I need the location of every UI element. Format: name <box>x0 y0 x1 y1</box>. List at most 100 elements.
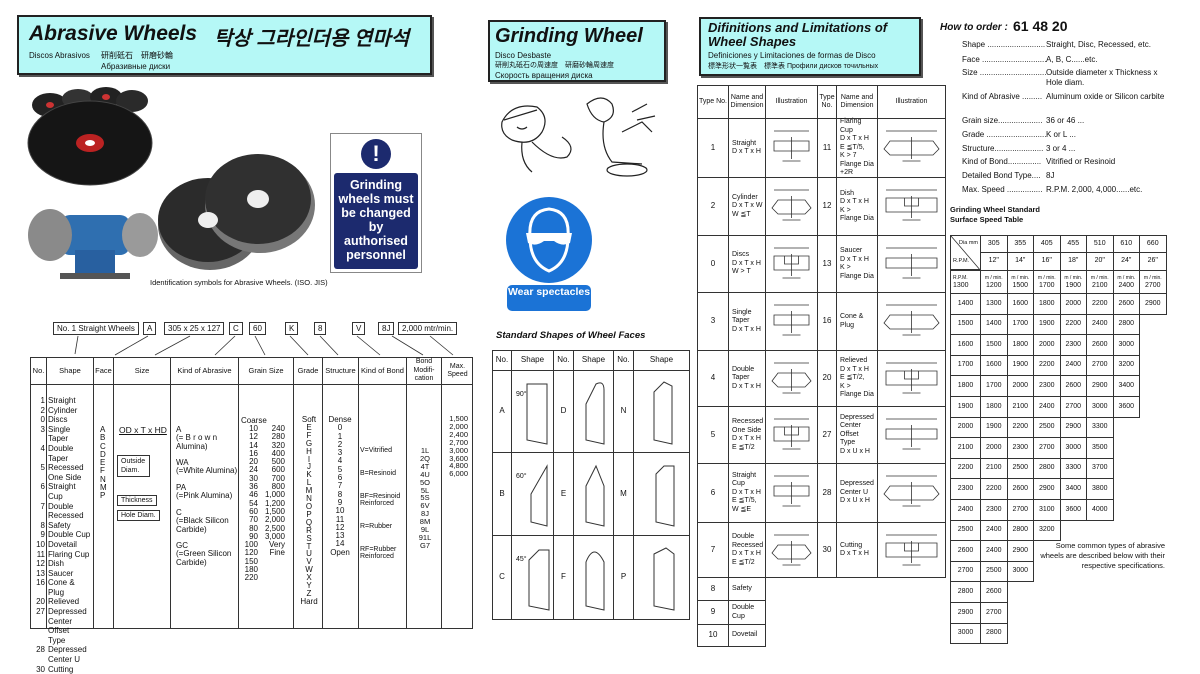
order-field-value: A, B, C......etc. <box>1046 55 1098 64</box>
speed-cell: 2900 <box>1086 375 1114 397</box>
rpm-cell: 2500 <box>950 519 981 542</box>
speed-cell: 3600 <box>1059 499 1087 521</box>
column-divider <box>293 357 294 629</box>
abrasive-wheels-photo <box>27 87 315 279</box>
value: 1900 <box>1065 282 1082 289</box>
speed-cell: 2600 <box>1086 334 1114 356</box>
order-field-label: Detailed Bond Type.... <box>962 171 1041 180</box>
wheel-shape-drawing <box>771 534 812 566</box>
speed-cell: 2200 <box>1033 354 1061 377</box>
speed-cell: 2200 <box>980 478 1008 500</box>
faces-title: Standard Shapes of Wheel Faces <box>496 330 646 341</box>
spec-header-no-: No. <box>32 365 45 375</box>
bond-mod-column: 1L 2Q 4T 4U 5O 5L 5S 6V 8J 8M 9L 91L G7 <box>418 446 432 550</box>
speed-cell: 2900 <box>1139 293 1167 315</box>
cartoon-illustration <box>501 97 656 177</box>
shape-illustration <box>765 177 818 236</box>
rpm-cell: 1800 <box>950 375 981 397</box>
name-dimension: Flaring Cup D x T x H E ≦T/5, K > 7 Flan… <box>836 118 878 178</box>
faces-header: Shape <box>573 350 614 371</box>
speed-cell: 1800 <box>1006 334 1034 356</box>
shape-illustration <box>877 406 946 464</box>
speed-cell: 3100 <box>1033 499 1061 521</box>
speed-cell: m / min.1500 <box>1006 270 1034 294</box>
speed-cell: 3500 <box>1086 437 1114 459</box>
speed-cell: 3000 <box>1086 396 1114 418</box>
speed-cell: m / min.1200 <box>980 270 1008 294</box>
speed-cell: 3000 <box>1112 334 1140 356</box>
speed-cell: 2800 <box>1006 519 1034 542</box>
wheel-shape-drawing <box>773 304 810 336</box>
shape-illustration <box>877 522 946 578</box>
order-field-value: Aluminum oxide or Silicon carbite <box>1046 92 1165 101</box>
example-size: 305 x 25 x 127 <box>164 322 225 335</box>
dia-inch: 26" <box>1139 252 1167 271</box>
column-divider <box>170 357 171 629</box>
grinding-wheel-title: Grinding Wheel <box>495 25 643 47</box>
wheel-shape-drawing <box>773 418 810 450</box>
speed-cell: 1300 <box>980 293 1008 315</box>
wheel-shape-drawing <box>773 475 810 507</box>
cutting-disc-image <box>27 100 153 186</box>
face-shape-P <box>633 535 690 620</box>
example-abrasive: C <box>229 322 243 335</box>
face-no-N: N <box>613 370 634 453</box>
faces-header: No. <box>492 350 512 371</box>
value: 1500 <box>1012 282 1029 289</box>
speed-cell: 2200 <box>1086 293 1114 315</box>
face-goggles-icon <box>526 207 572 273</box>
corner-rpm-label: R.P.M. <box>953 257 970 264</box>
face-shape-D-drawing <box>585 381 605 445</box>
name-dimension: Cone & Plug <box>836 292 878 351</box>
name-dimension: Recessed One Side D x T x H E ≦T/2 <box>728 406 766 464</box>
speed-cell: 2800 <box>980 622 1008 645</box>
dia-inch: 14" <box>1006 252 1034 271</box>
speed-cell: 1500 <box>980 334 1008 356</box>
face-shape-C: 45° <box>511 535 554 620</box>
speed-cell: 2300 <box>1006 437 1034 459</box>
example-bond: V <box>352 322 366 335</box>
order-field-value: Straight, Disc, Recessed, etc. <box>1046 40 1151 49</box>
size-formula: OD x T x HD <box>119 425 167 435</box>
dia-mm: 510 <box>1086 235 1114 253</box>
spec-header-face: Face <box>95 365 112 375</box>
speed-cell: 1700 <box>1006 313 1034 336</box>
order-field-value: 36 or 46 ... <box>1046 116 1085 125</box>
face-shape-A: 90° <box>511 370 554 453</box>
speed-cell: 1900 <box>1033 313 1061 336</box>
rpm-cell: 3000 <box>950 622 981 645</box>
rpm-cell: 2200 <box>950 457 981 480</box>
definitions-header: Name and Dimension <box>836 85 878 119</box>
speed-cell: 2800 <box>1112 313 1140 336</box>
wheel-shape-drawing <box>771 189 812 221</box>
type-no: 7 <box>697 522 729 578</box>
name-dimension: Straight Cup D x T x H E ≦T/5, W ≦E <box>728 463 766 523</box>
definitions-header: Name and Dimension <box>728 85 766 119</box>
definitions-header: Type No. <box>697 85 729 119</box>
type-no: 6 <box>697 463 729 523</box>
speed-cell: 2400 <box>980 540 1008 562</box>
example-bond-mod: 8J <box>378 322 395 335</box>
unit-label: m / min. <box>1064 274 1083 281</box>
face-shape-C-drawing <box>528 549 549 611</box>
face-shape-E <box>573 452 614 536</box>
grain-column-2: 240 280 320 400 500 600 700 800 1,000 1,… <box>264 424 285 558</box>
speed-cell: 1400 <box>980 313 1008 336</box>
shape-illustration <box>765 522 818 578</box>
face-shape-N-drawing <box>653 380 672 445</box>
speed-cell: 3300 <box>1059 457 1087 480</box>
speed-cell: 3200 <box>1112 354 1140 377</box>
face-shape-F <box>573 535 614 620</box>
speed-table-title: Grinding Wheel Standard Surface Speed Ta… <box>950 205 1041 224</box>
abrasive-wheels-title-box: Abrasive Wheels 탁상 그라인더용 연마석 Discos Abra… <box>17 15 432 75</box>
spec-header-size: Size <box>134 365 150 375</box>
speed-cell: 2200 <box>1059 313 1087 336</box>
shape-illustration <box>765 463 818 523</box>
wheel-shape-drawing <box>883 130 940 162</box>
shape-illustration <box>877 235 946 293</box>
order-field-value: 3 or 4 ... <box>1046 144 1076 153</box>
face-no-D: D <box>553 370 574 453</box>
speed-cell: 3000 <box>1006 560 1034 583</box>
rpm-cell: R.P.M.1300 <box>950 270 981 294</box>
order-field-label: Kind of Bond............... <box>962 157 1042 166</box>
